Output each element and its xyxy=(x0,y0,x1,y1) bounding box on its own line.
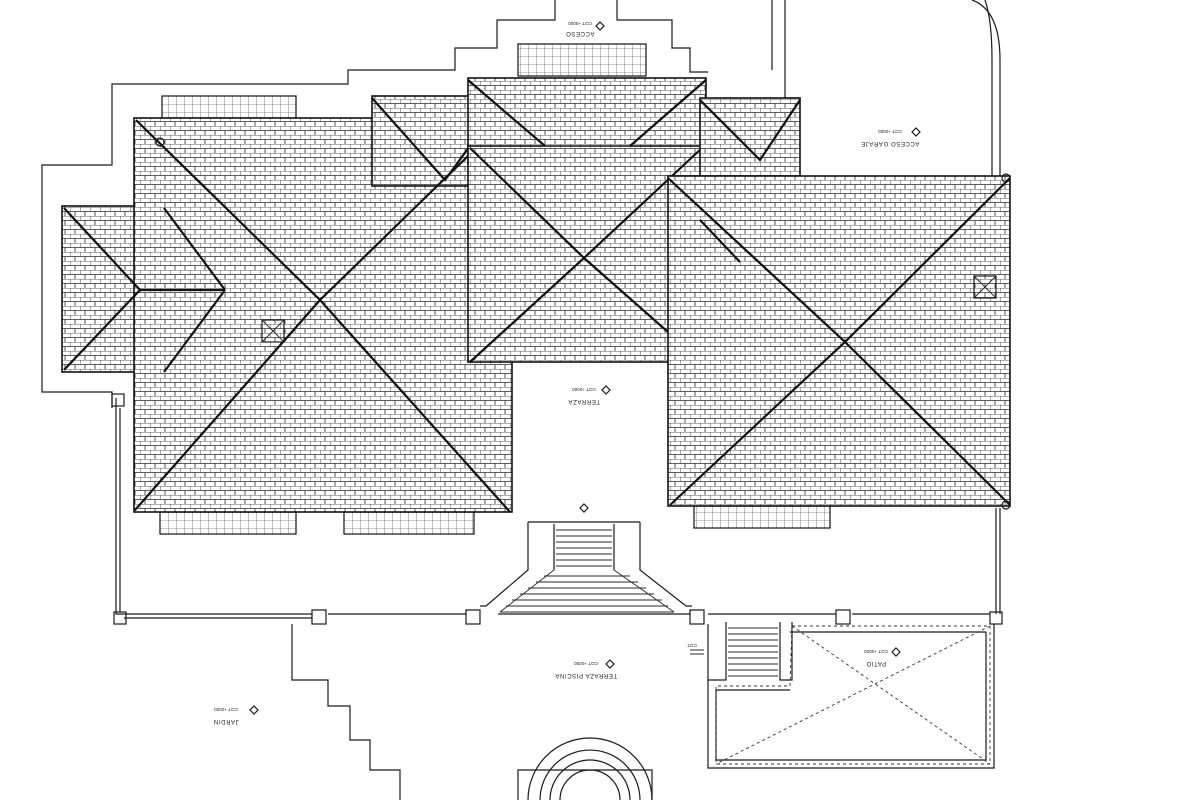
patio-area xyxy=(690,622,995,769)
label-acceso-top: ACCESO COT +0000 xyxy=(566,21,595,36)
svg-text:COT +0000: COT +0000 xyxy=(864,649,888,654)
skylight-left-bottom-a xyxy=(159,511,297,535)
svg-text:COT +0000: COT +0000 xyxy=(568,21,592,26)
terrace-walls xyxy=(111,393,1003,625)
label-jardin: JARDIN COT +0000 xyxy=(213,707,238,724)
svg-text:COT +0000: COT +0000 xyxy=(878,129,902,134)
roof-center xyxy=(467,77,707,363)
svg-text:TERRAZA PISCINA: TERRAZA PISCINA xyxy=(555,672,617,678)
roof-left xyxy=(61,95,513,513)
svg-text:COT +0000: COT +0000 xyxy=(572,387,596,392)
label-acceso-garaje: ACCESO GARAJE COT +0000 xyxy=(861,129,920,146)
skylight-left-top xyxy=(161,95,297,119)
label-terraza: TERRAZA COT +0000 xyxy=(568,387,600,404)
svg-text:ACCESO GARAJE: ACCESO GARAJE xyxy=(861,140,920,146)
svg-text:PATIO: PATIO xyxy=(866,660,886,666)
skylight-right-bottom xyxy=(693,505,831,529)
roof-right xyxy=(667,173,1011,510)
label-terraza-piscina: TERRAZA PISCINA COT +0000 xyxy=(555,661,617,678)
svg-text:TERRAZA: TERRAZA xyxy=(568,398,600,404)
level-markers xyxy=(249,21,921,715)
skylight-left-bottom-b xyxy=(343,511,475,535)
svg-text:JARDIN: JARDIN xyxy=(213,718,238,724)
svg-text:ACCESO: ACCESO xyxy=(566,30,595,36)
site-boundary xyxy=(41,0,1001,408)
main-stairs xyxy=(480,521,692,613)
stair-level-note: COT xyxy=(687,643,697,648)
svg-text:COT +0000: COT +0000 xyxy=(214,707,238,712)
skylight-top xyxy=(517,43,647,77)
label-patio: PATIO COT +0000 xyxy=(864,649,888,666)
svg-text:COT +0000: COT +0000 xyxy=(574,661,598,666)
pool-terrace xyxy=(291,624,653,800)
